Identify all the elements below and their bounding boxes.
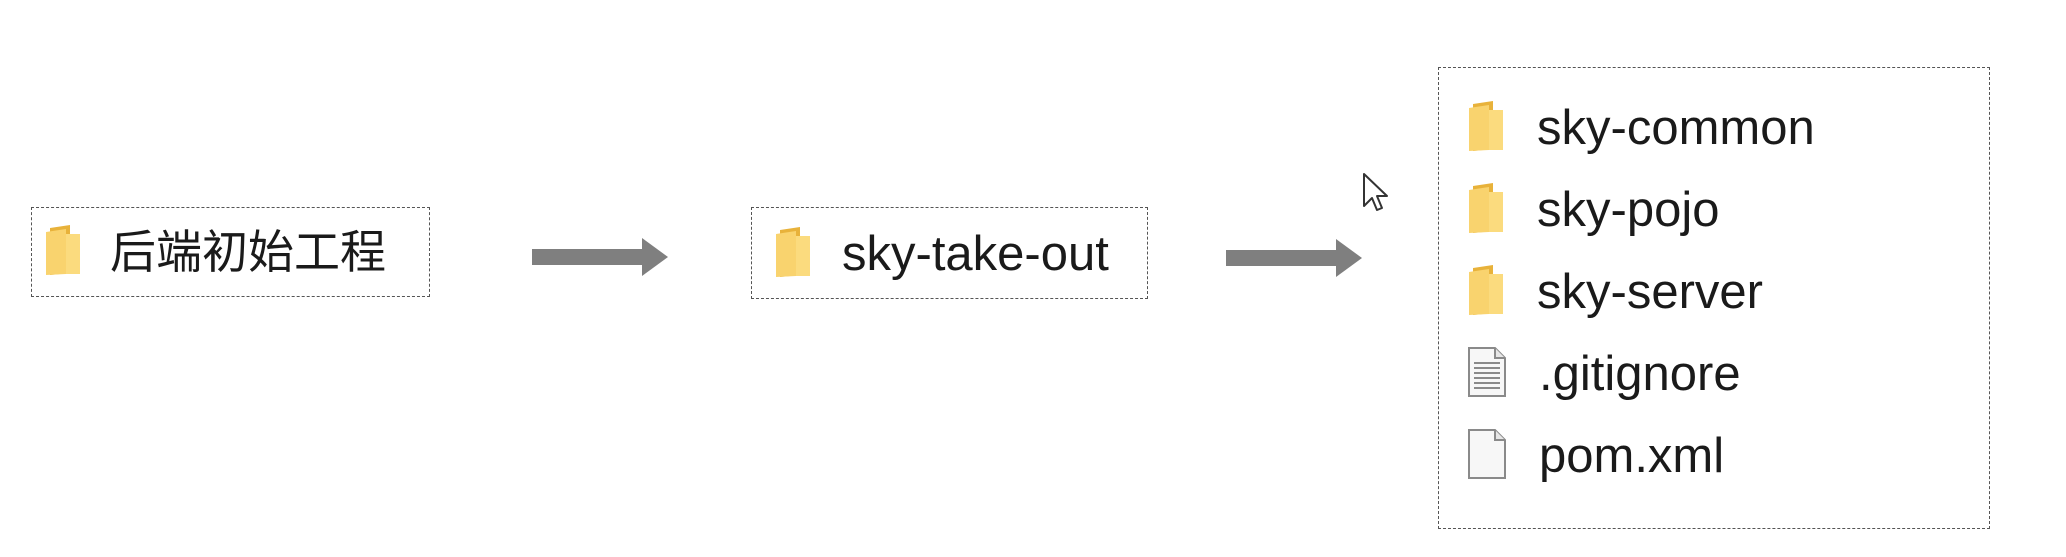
folder-icon xyxy=(1467,100,1505,157)
folder-icon xyxy=(774,226,812,283)
mouse-cursor-icon xyxy=(1363,173,1388,211)
source-folder-item[interactable]: 后端初始工程 xyxy=(44,222,386,282)
file-list: sky-common sky-pojo sky-server xyxy=(1467,98,1815,508)
source-folder-label: 后端初始工程 xyxy=(110,225,386,279)
blank-file-icon xyxy=(1467,428,1507,485)
project-folder-node: sky-take-out xyxy=(751,207,1148,299)
list-item-label: sky-common xyxy=(1537,100,1815,155)
list-item-sky-server[interactable]: sky-server xyxy=(1467,262,1815,322)
list-item-label: pom.xml xyxy=(1539,428,1725,483)
list-item-sky-pojo[interactable]: sky-pojo xyxy=(1467,180,1815,240)
list-item-pom-xml[interactable]: pom.xml xyxy=(1467,426,1815,486)
list-item-label: sky-server xyxy=(1537,264,1763,319)
project-contents-node: sky-common sky-pojo sky-server xyxy=(1438,67,1990,529)
list-item-sky-common[interactable]: sky-common xyxy=(1467,98,1815,158)
project-folder-item[interactable]: sky-take-out xyxy=(774,224,1109,284)
folder-icon xyxy=(44,224,82,281)
project-folder-label: sky-take-out xyxy=(842,226,1109,281)
list-item-label: .gitignore xyxy=(1539,346,1741,401)
folder-icon xyxy=(1467,182,1505,239)
list-item-gitignore[interactable]: .gitignore xyxy=(1467,344,1815,404)
text-file-icon xyxy=(1467,346,1507,403)
arrow-right-icon xyxy=(1226,239,1362,277)
list-item-label: sky-pojo xyxy=(1537,182,1720,237)
folder-icon xyxy=(1467,264,1505,321)
arrow-right-icon xyxy=(532,238,668,276)
source-project-node: 后端初始工程 xyxy=(31,207,430,297)
